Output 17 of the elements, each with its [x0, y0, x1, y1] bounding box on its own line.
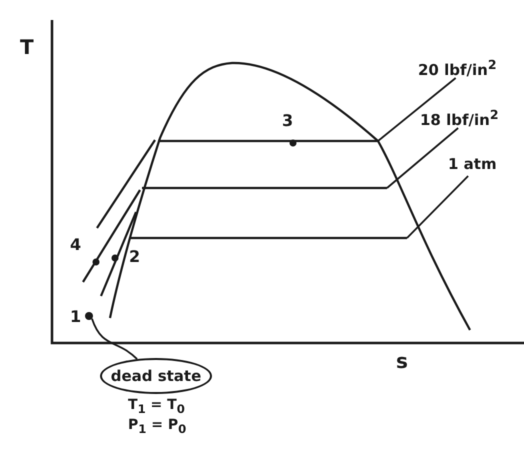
- diagram-label: T: [20, 36, 34, 58]
- pressure-label: 18 lbf/in$^{2}$: [420, 108, 499, 128]
- state-point: [85, 312, 93, 320]
- state-condition: P$_{1}$ = P$_{0}$: [128, 418, 186, 436]
- diagram-label: 3: [282, 112, 294, 130]
- leader-line: [377, 77, 456, 142]
- diagram-label: 1: [70, 308, 82, 326]
- leader-line: [91, 318, 138, 360]
- diagram-label: s: [396, 350, 408, 372]
- diagram-label: 2: [129, 248, 140, 266]
- dead-state-oval: dead state: [100, 358, 212, 394]
- diagram-label: 4: [70, 236, 82, 254]
- leader-line: [386, 127, 459, 189]
- state-condition: T$_{1}$ = T$_{0}$: [128, 398, 185, 416]
- leader-line: [406, 175, 469, 239]
- pressure-label: 1 atm: [448, 156, 497, 172]
- pressure-label: 20 lbf/in$^{2}$: [418, 58, 497, 78]
